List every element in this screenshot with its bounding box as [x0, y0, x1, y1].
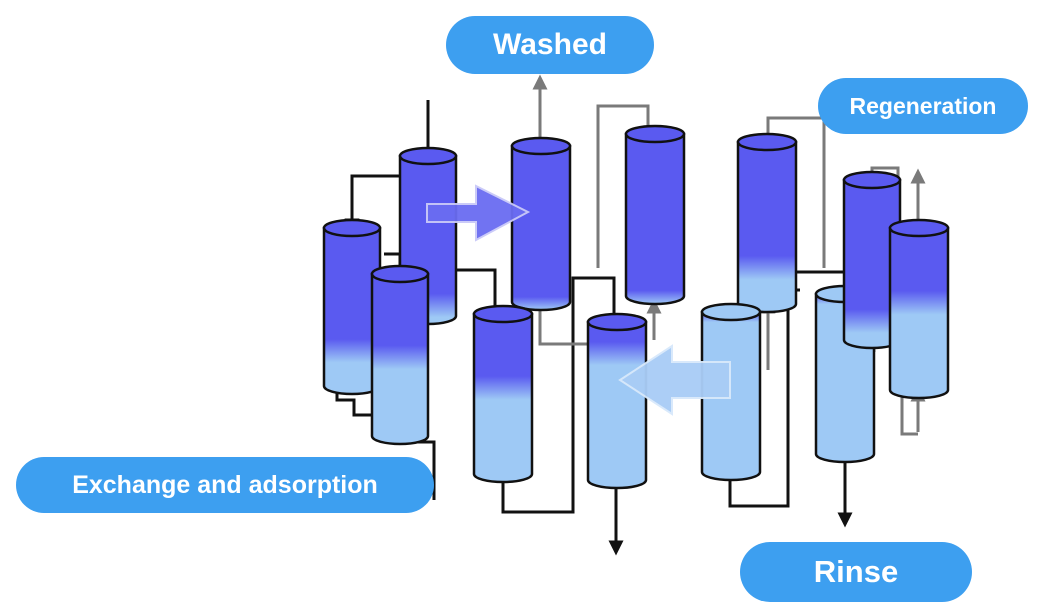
column-8 — [736, 132, 798, 314]
regen-pipe-washed-to-column-4 — [596, 104, 650, 268]
column-7-top — [624, 124, 686, 144]
flow-arrow-light — [618, 344, 731, 416]
column-7-body — [624, 132, 686, 306]
label-exchange-and-adsorption: Exchange and adsorption — [16, 457, 434, 513]
pipe-column-2-to-column-1 — [344, 174, 400, 234]
column-7 — [624, 124, 686, 306]
column-3-body — [370, 272, 430, 446]
column-5-top — [472, 304, 534, 324]
column-2-top — [398, 146, 458, 166]
column-12 — [888, 218, 950, 400]
columns-group — [322, 124, 950, 490]
column-6-body — [586, 320, 648, 490]
column-5 — [472, 304, 534, 484]
pipe-column-5-bottom — [501, 276, 616, 514]
column-3 — [370, 264, 430, 446]
column-6-top — [586, 312, 648, 332]
label-regeneration: Regeneration — [818, 78, 1028, 134]
label-washed: Washed — [446, 16, 654, 74]
label-rinse: Rinse — [740, 542, 972, 602]
flow-arrow-dark — [426, 184, 531, 242]
column-5-body — [472, 312, 534, 484]
column-4-top — [510, 136, 572, 156]
pipe-column-1-bottom — [335, 385, 372, 417]
column-8-top — [736, 132, 798, 152]
regen-pipe-column-8-top — [766, 116, 826, 268]
column-9-top — [700, 302, 762, 322]
regen-pipe-column-12-loop — [900, 388, 918, 436]
column-4-body — [510, 144, 572, 312]
column-12-top — [888, 218, 950, 238]
column-1-top — [322, 218, 382, 238]
column-11 — [842, 170, 902, 350]
column-6 — [586, 312, 648, 490]
column-11-top — [842, 170, 902, 190]
column-4 — [510, 136, 572, 312]
column-3-top — [370, 264, 430, 284]
column-12-body — [888, 226, 950, 400]
